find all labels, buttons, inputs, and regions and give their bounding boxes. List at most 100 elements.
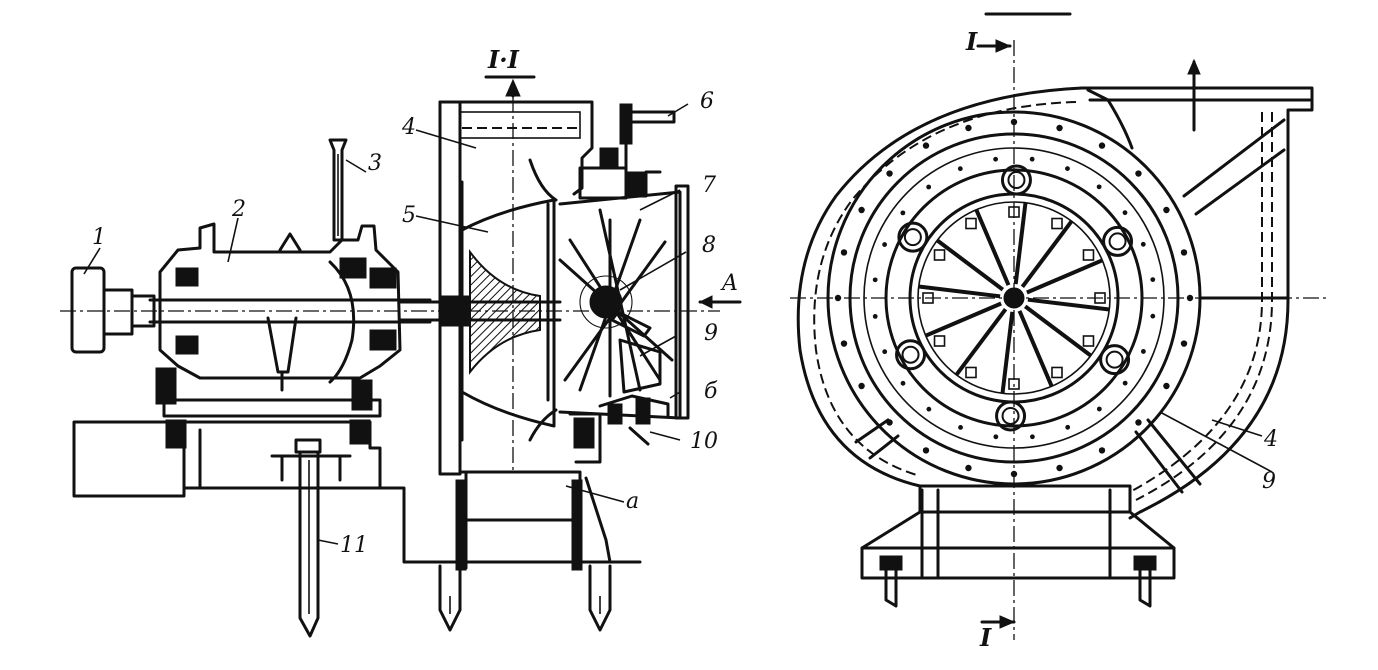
- fan-housing: [438, 100, 612, 632]
- vane-blade: [1026, 258, 1104, 295]
- vane-pivot: [1008, 378, 1020, 390]
- vane-blade: [918, 284, 1001, 299]
- bolt-hole: [840, 249, 848, 256]
- inlet-guide-vane: [558, 184, 742, 420]
- bolt-hole: [1186, 294, 1194, 302]
- bolt-hole: [965, 464, 972, 472]
- label-6: 6: [700, 89, 714, 114]
- bolt-hole: [1098, 447, 1106, 454]
- vane-blade: [1023, 304, 1092, 358]
- vane-pivot: [1082, 249, 1095, 261]
- bearing-ring: [1102, 225, 1134, 257]
- bolt-hole: [1135, 170, 1142, 177]
- vane-blade: [1013, 202, 1028, 285]
- vane-pivot: [1082, 335, 1095, 347]
- vane-pivot: [1051, 366, 1063, 379]
- bolt-hole: [1180, 340, 1188, 347]
- bolt-hole: [1056, 124, 1063, 132]
- side-section-view: I·I: [60, 45, 742, 638]
- vane-blade: [954, 307, 1008, 376]
- thermometer: [328, 138, 367, 242]
- bearing-ring: [1099, 344, 1131, 376]
- vane-pivot: [1094, 292, 1106, 304]
- section-mark-top: I: [965, 27, 978, 56]
- bolt-hole: [1135, 419, 1142, 426]
- vane-blade: [1017, 310, 1054, 388]
- bolt-hole: [882, 242, 888, 247]
- guide-vanes: [918, 202, 1110, 394]
- bolt-hole: [1150, 313, 1156, 319]
- label-7: 7: [702, 173, 716, 198]
- label-3: 3: [368, 151, 382, 176]
- bolt-hole: [1096, 184, 1102, 190]
- label-b: б: [704, 379, 718, 404]
- bolt-hole: [872, 313, 878, 319]
- frame-base: [72, 367, 642, 638]
- vane-blade: [936, 238, 1005, 292]
- bolt-hole: [1163, 382, 1170, 390]
- vane-bearings: [895, 164, 1134, 432]
- bolt-hole: [1122, 210, 1128, 216]
- bolt-hole: [882, 349, 888, 355]
- left-labels: 1 2 3 4 5 6 7 8 A 9 б 10 a 11: [92, 89, 738, 558]
- bolt-hole: [1163, 206, 1170, 214]
- bolt-hole: [886, 170, 893, 177]
- bolt-hole: [965, 124, 972, 132]
- section-mark-bottom: I: [979, 623, 992, 652]
- bearing-ring-inner: [1001, 406, 1020, 425]
- label-8: 8: [702, 233, 716, 258]
- bolt-hole: [1065, 424, 1071, 430]
- flange-bolts: [834, 118, 1194, 478]
- bearing-ring-inner: [901, 345, 920, 364]
- label-9: 9: [704, 321, 718, 346]
- bolt-hole: [1140, 241, 1146, 247]
- vane-pivot: [933, 249, 946, 261]
- bolt-hole: [926, 184, 932, 190]
- front-base: [860, 484, 1176, 608]
- bolt-hole: [840, 340, 848, 347]
- bolt-hole: [1150, 277, 1156, 283]
- leader-lines: [83, 103, 689, 545]
- bolt-hole: [1029, 434, 1035, 440]
- bolt-hole: [957, 166, 963, 172]
- drive-rod: [598, 394, 670, 446]
- vane-blade: [974, 208, 1011, 286]
- front-label-4: 4: [1263, 427, 1278, 452]
- bolt-hole: [1098, 142, 1106, 149]
- bolt-hole: [922, 142, 930, 149]
- bolt-hole: [1140, 349, 1146, 354]
- bolt-hole: [900, 380, 906, 386]
- bolt-hole: [993, 434, 999, 440]
- front-view: I: [790, 12, 1330, 652]
- label-a: a: [626, 489, 639, 514]
- impeller: [398, 158, 562, 442]
- label-2: 2: [231, 197, 246, 222]
- vane-blade: [1020, 220, 1074, 289]
- vane-pivot: [922, 292, 934, 304]
- bolt-hole: [872, 277, 878, 283]
- vane-pivot: [1008, 206, 1020, 218]
- vane-blade: [1027, 297, 1110, 312]
- bearing-ring: [1000, 164, 1032, 196]
- label-4: 4: [401, 115, 416, 140]
- bearing-ring-inner: [1108, 232, 1127, 251]
- bolt-hole: [922, 447, 930, 454]
- label-A: A: [720, 271, 738, 296]
- bolt-hole: [1029, 156, 1035, 162]
- bearing-housing: [148, 222, 432, 392]
- bearing-ring: [995, 400, 1027, 432]
- section-axis: I·I: [484, 45, 536, 470]
- bolt-hole: [993, 156, 999, 162]
- bolt-hole: [1122, 380, 1128, 386]
- actuator: [578, 103, 676, 200]
- bolt-hole: [1096, 406, 1102, 412]
- bearing-ring-inner: [1007, 171, 1026, 190]
- front-label-9: 9: [1262, 469, 1276, 494]
- bearing-ring-inner: [1105, 350, 1124, 369]
- vane-pivot: [965, 366, 977, 379]
- label-5: 5: [402, 203, 416, 228]
- bearing-ring-inner: [903, 228, 922, 247]
- scroll-casing: [796, 58, 1314, 520]
- bolt-hole: [834, 294, 842, 302]
